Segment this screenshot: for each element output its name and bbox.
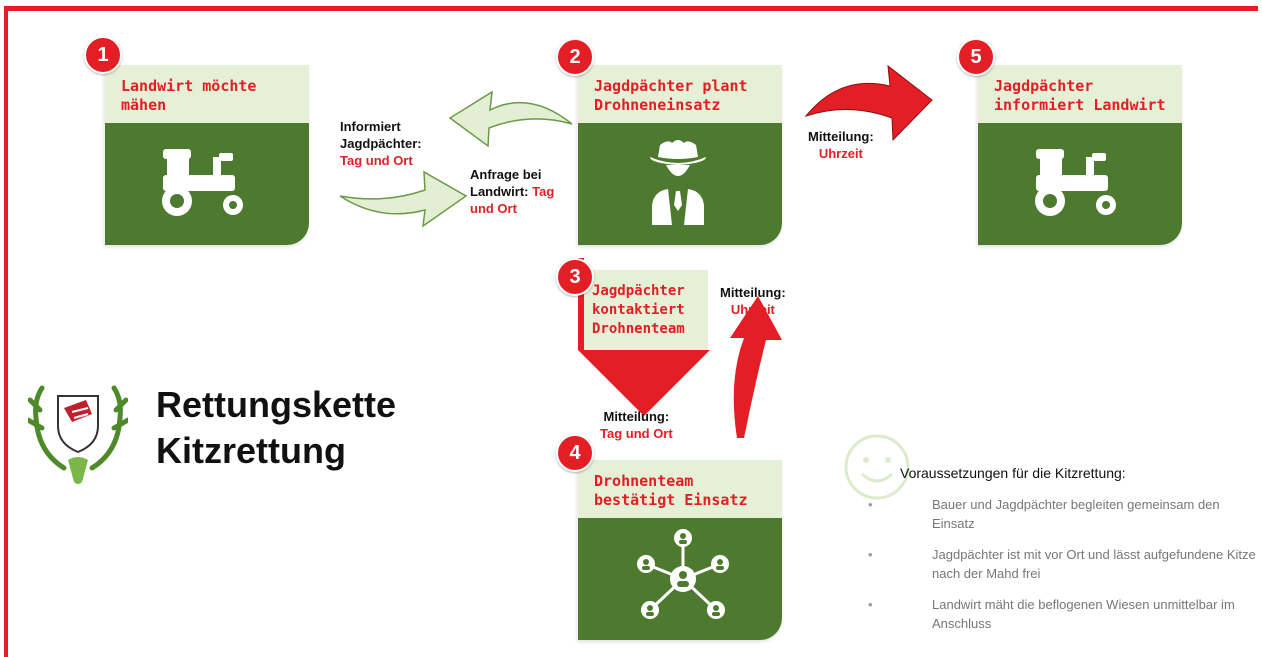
- arrow-up-confirmation: [730, 296, 782, 438]
- step-2-title: Jagdpächter plant Drohneneinsatz: [594, 77, 748, 114]
- page-frame: [4, 6, 1258, 657]
- tractor-icon: [1035, 149, 1116, 216]
- main-title-line2: Kitzrettung: [156, 430, 346, 471]
- step-5-title: Jagdpächter informiert Landwirt: [994, 77, 1166, 114]
- label-mitteilung-uhrzeit: Mitteilung:Uhrzeit: [720, 285, 786, 317]
- list-item: Jagdpächter ist mit vor Ort und lässt au…: [868, 545, 1260, 583]
- label-mitteilung-step5: Mitteilung:Uhrzeit: [808, 129, 874, 161]
- requirements-section: Voraussetzungen für die Kitzrettung: Bau…: [868, 465, 1260, 645]
- list-item: Landwirt mäht die beflogenen Wiesen unmi…: [868, 595, 1260, 633]
- step-1-title: Landwirt möchte mähen: [121, 77, 257, 114]
- requirements-list: Bauer und Jagdpächter begleiten gemeinsa…: [868, 495, 1260, 633]
- step-2-card: Jagdpächter plant Drohneneinsatz: [578, 65, 782, 245]
- step-4-title: Drohnenteam bestätigt Einsatz: [594, 472, 748, 509]
- step-3-title: Jagdpächter kontaktiert Drohnenteam: [592, 283, 685, 337]
- step-1-badge: 1: [84, 36, 122, 74]
- step-2-panel: [578, 123, 782, 245]
- tractor-icon: [162, 149, 243, 216]
- step-4-badge: 4: [556, 434, 594, 472]
- step-3-down-arrow: [578, 258, 710, 416]
- arrow-to-jagdpaechter: [339, 170, 468, 228]
- label-anfrage: Anfrage bei Landwirt: Tag und Ort: [470, 167, 555, 216]
- network-icon: [637, 529, 729, 619]
- step-3-badge: 3: [556, 258, 594, 296]
- step-3-box: Jagdpächter kontaktiert Drohnenteam: [578, 270, 708, 350]
- smiley-icon: [844, 434, 910, 500]
- label-informiert: Informiert Jagdpächter:Tag und Ort: [340, 119, 422, 168]
- requirements-heading: Voraussetzungen für die Kitzrettung:: [900, 465, 1126, 481]
- step-5-panel: [978, 123, 1182, 245]
- hunter-icon: [650, 140, 706, 225]
- step-1-card: Landwirt möchte mähen: [105, 65, 309, 245]
- step-1-panel: [105, 123, 309, 245]
- crest-logo: [28, 385, 128, 484]
- main-title-line1: Rettungskette: [156, 384, 397, 425]
- step-4-panel: [578, 518, 782, 640]
- step-5-badge: 5: [957, 38, 995, 76]
- step-4-card: Drohnenteam bestätigt Einsatz: [578, 460, 782, 640]
- list-item: Bauer und Jagdpächter begleiten gemeinsa…: [868, 495, 1260, 533]
- step-2-badge: 2: [556, 38, 594, 76]
- main-title: Rettungskette Kitzrettung: [156, 382, 396, 474]
- arrow-to-step-5: [804, 64, 933, 142]
- arrow-to-landwirt: [448, 90, 573, 148]
- label-mitteilung-tag-ort: Mitteilung:Tag und Ort: [600, 409, 673, 441]
- step-5-card: Jagdpächter informiert Landwirt: [978, 65, 1182, 245]
